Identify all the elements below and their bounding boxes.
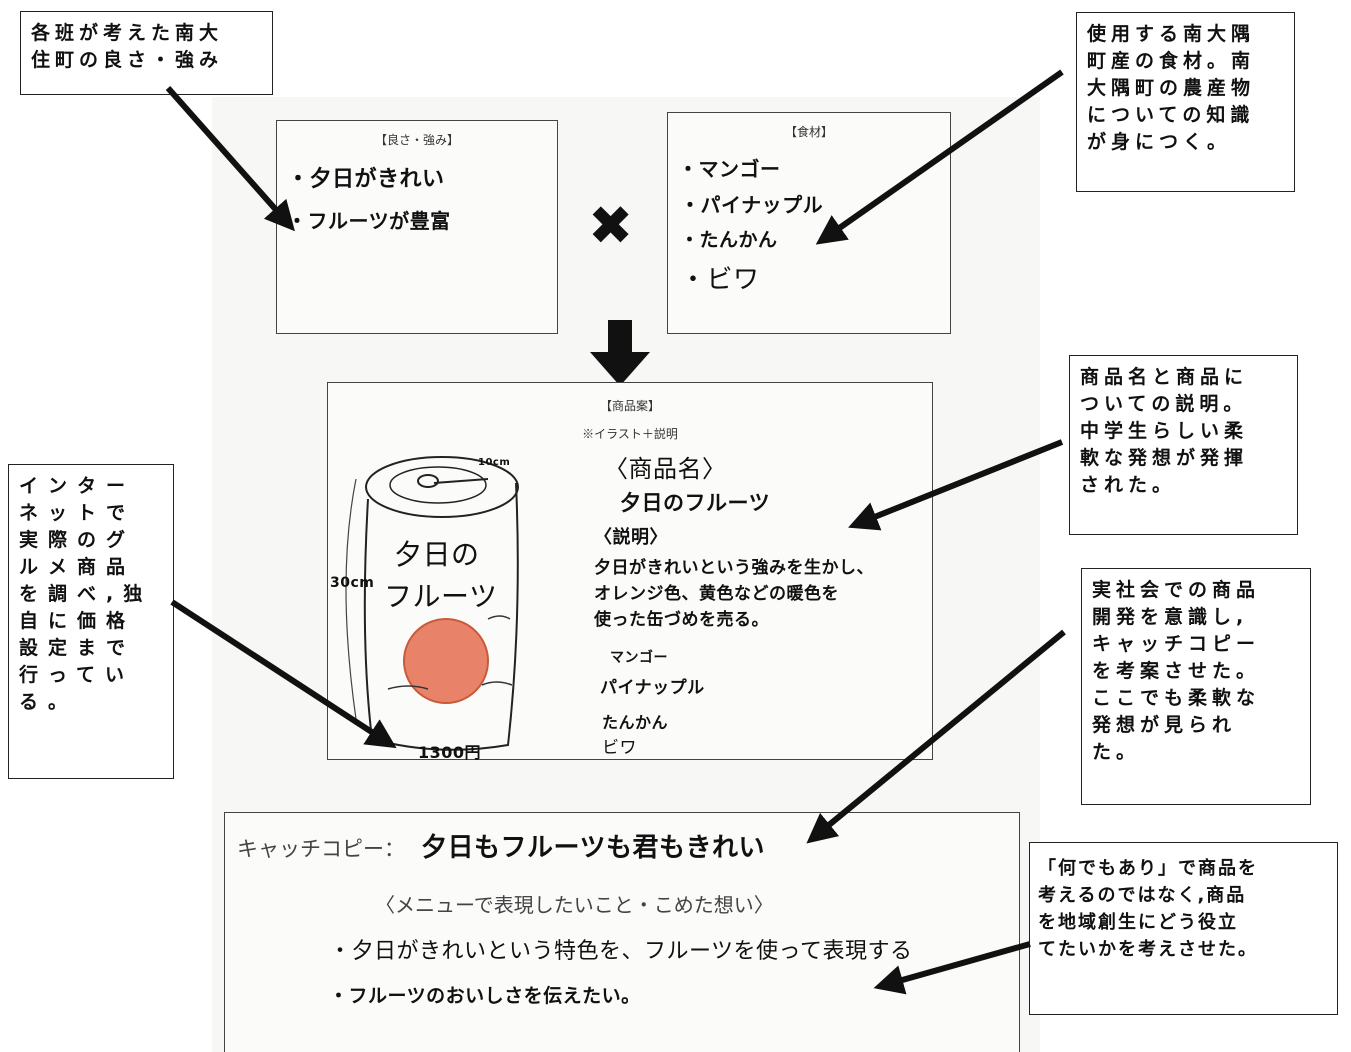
menu-heading: 〈メニューで表現したいこと・こめた想い〉 [375,893,774,917]
fruit-list-tankan: たんかん [602,713,669,732]
description-heading: 〈説明〉 [594,527,668,548]
fruit-can-illustration [345,456,519,751]
proposal-header: 【商品案】 [599,399,660,413]
can-label-line1: 夕日の [394,538,480,571]
callout-strengths: 各班が考えた南大 住町の良さ・強み [20,11,273,95]
arrow-to-catchphrase [806,629,1066,844]
ingredient-mango: ・マンゴー [678,157,781,181]
description-line-2: オレンジ色、黄色などの暖色を [594,584,839,604]
callout-regional: 「何でもあり」で商品を 考えるのではなく,商品 を地域創生にどう役立 てたいかを… [1029,842,1338,1015]
description-line-1: 夕日がきれいという強みを生かし、 [594,558,874,578]
arrow-to-strengths [165,86,295,232]
description-line-3: 使った缶づめを売る。 [594,610,769,630]
product-name: 夕日のフルーツ [620,491,771,515]
arrow-to-ingredients [815,69,1064,245]
strengths-header: 【良さ・強み】 [374,133,459,147]
catchphrase-label: キャッチコピー： [237,837,405,861]
can-label-line2: フルーツ [384,580,498,613]
fruit-list-mango: マンゴー [610,650,668,666]
proposal-subheader: ※イラスト＋説明 [582,427,678,441]
callout-ingredients: 使用する南大隅 町産の食材。南 大隅町の農産物 についての知識 が身につく。 [1076,12,1295,192]
arrow-to-price [170,599,397,749]
price-label: 1300円 [418,743,482,762]
proposal-box: 【商品案】 ※イラスト＋説明 夕日の フルーツ 30cm 10cm 1300円 … [327,382,933,762]
ingredients-box: 【食材】 ・マンゴー ・パイナップル ・たんかん ・ビワ [667,112,951,334]
catchphrase-box: キャッチコピー： 夕日もフルーツも君もきれい 〈メニューで表現したいこと・こめた… [224,812,1020,1052]
down-arrow-icon [590,320,650,386]
menu-line-2: ・フルーツのおいしさを伝えたい。 [329,985,641,1007]
catchphrase-text: 夕日もフルーツも君もきれい [421,833,765,863]
strengths-box: 【良さ・強み】 ・夕日がきれい ・フルーツが豊富 [276,120,558,334]
arrow-to-description [848,439,1064,531]
can-height-label: 30cm [330,575,375,591]
ingredient-loquat: ・ビワ [680,265,760,295]
fruit-list-pineapple: パイナップル [600,678,705,698]
ingredient-tankan: ・たんかん [680,229,778,251]
menu-line-1: ・夕日がきれいという特色を、フルーツを使って表現する [329,939,913,964]
strength-item-fruit: ・フルーツが豊富 [287,209,451,233]
fruit-list-loquat: ビワ [602,738,637,758]
strength-item-sunset: ・夕日がきれい [287,167,445,192]
ingredient-pineapple: ・パイナップル [680,193,824,217]
callout-price: インター ネットで 実際のグ ルメ商品 を調べ,独 自に価格 設定まで 行ってい… [8,464,174,779]
callout-catchphrase: 実社会での商品 開発を意識し, キャッチコピー を考案させた。 ここでも柔軟な … [1081,568,1311,805]
arrow-to-menu [873,941,1031,995]
ingredients-header: 【食材】 [784,125,833,139]
cross-icon: ✖ [588,194,634,257]
product-name-heading: 〈商品名〉 [604,455,727,483]
can-diameter-label: 10cm [478,457,511,468]
callout-product-name: 商品名と商品に ついての説明。 中学生らしい柔 軟な発想が発揮 された。 [1069,355,1298,535]
